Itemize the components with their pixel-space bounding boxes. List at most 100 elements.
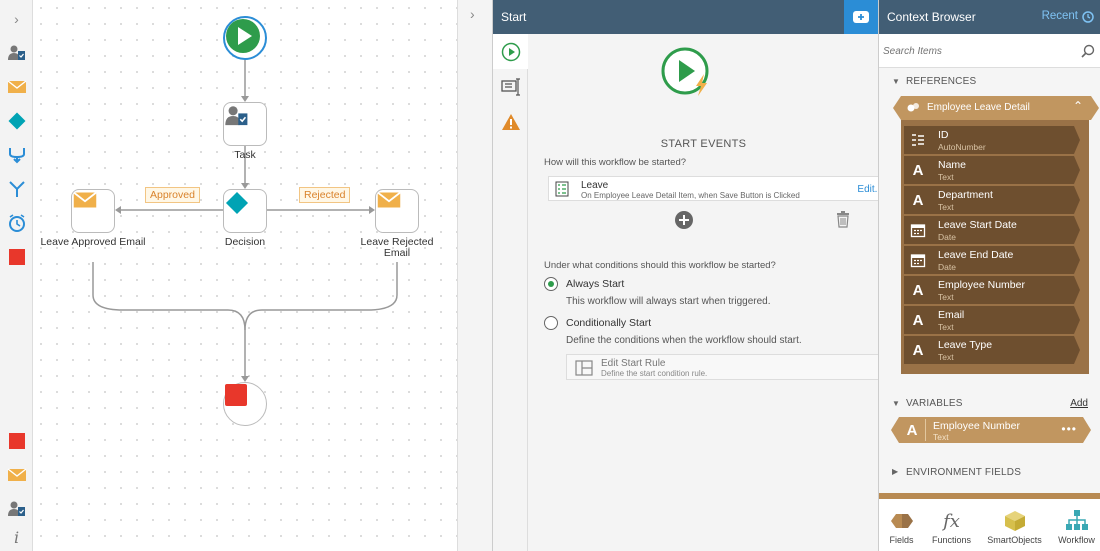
approved-email-node[interactable] xyxy=(71,189,115,233)
properties-body: START EVENTS How will this workflow be s… xyxy=(528,34,900,551)
variables-toggle-icon[interactable]: ▼ xyxy=(892,399,900,408)
context-browser: Context Browser Recent ▼ REFERENCES Empl… xyxy=(878,0,1100,551)
text-icon: A xyxy=(912,161,924,179)
smartobject-link-icon xyxy=(907,103,919,112)
properties-panel: Start START EVENTS How will this workflo… xyxy=(492,0,900,551)
add-variable-link[interactable]: Add xyxy=(1070,398,1088,409)
always-start-description: This workflow will always start when tri… xyxy=(566,296,771,307)
tab-properties[interactable] xyxy=(493,69,528,104)
decision-icon xyxy=(225,191,249,215)
end-icon[interactable] xyxy=(0,426,33,456)
conditions-question: Under what conditions should this workfl… xyxy=(544,260,776,271)
start-events-title: START EVENTS xyxy=(660,138,747,150)
rejected-email-node[interactable] xyxy=(375,189,419,233)
task-node[interactable] xyxy=(223,102,267,146)
decision-node[interactable] xyxy=(223,189,267,233)
plus-circle-icon xyxy=(675,211,693,229)
email-icon xyxy=(73,191,97,208)
start-events-icon xyxy=(660,46,712,98)
info-icon[interactable]: i xyxy=(13,527,20,547)
more-icon[interactable]: ••• xyxy=(1061,422,1077,436)
toolbox: › i xyxy=(0,0,33,551)
tab-smartobjects[interactable]: SmartObjects xyxy=(987,507,1042,545)
tab-warnings[interactable] xyxy=(493,104,528,139)
split-icon[interactable] xyxy=(0,174,33,204)
context-bottom-tabs: Fields fx Functions SmartObjects Workflo… xyxy=(879,493,1100,551)
conditionally-start-title: Conditionally Start xyxy=(566,317,652,329)
rule-description: Define the start condition rule. xyxy=(601,369,708,378)
event-row[interactable]: Leave On Employee Leave Detail Item, whe… xyxy=(548,176,894,201)
date-icon xyxy=(907,249,929,271)
end-node[interactable] xyxy=(223,382,267,426)
search-icon[interactable] xyxy=(1081,44,1095,58)
task-icon[interactable] xyxy=(0,494,33,524)
edit-start-rule-button[interactable]: Edit Start Rule Define the start conditi… xyxy=(566,354,900,380)
field-name: Department xyxy=(938,189,993,201)
email-icon xyxy=(377,191,401,208)
rule-title: Edit Start Rule xyxy=(601,358,666,369)
add-event-circle-button[interactable] xyxy=(674,210,694,230)
tab-functions[interactable]: fx Functions xyxy=(924,507,979,546)
variable-item[interactable]: A Employee Number Text ••• xyxy=(891,417,1091,443)
field-type: Date xyxy=(938,262,956,272)
merge-icon[interactable] xyxy=(0,140,33,170)
field-type: Text xyxy=(938,292,954,302)
approved-path-label[interactable]: Approved xyxy=(145,187,200,203)
text-icon: A xyxy=(912,341,924,359)
field-name: ID xyxy=(938,129,949,141)
play-icon xyxy=(501,42,520,61)
tab-fields[interactable]: Fields xyxy=(874,507,929,545)
variable-name: Employee Number xyxy=(933,420,1020,432)
text-icon: A xyxy=(912,281,924,299)
field-name: Name xyxy=(938,159,967,171)
field-type: Text xyxy=(938,172,954,182)
field-name: Email xyxy=(938,309,965,321)
end-icon[interactable] xyxy=(0,242,33,272)
references-title: REFERENCES xyxy=(906,76,977,87)
search-input[interactable] xyxy=(883,43,1073,59)
timer-icon[interactable] xyxy=(0,208,33,238)
field-name: Leave Type xyxy=(938,339,993,351)
start-node[interactable] xyxy=(223,16,267,60)
fields-icon xyxy=(890,514,913,528)
clock-icon[interactable] xyxy=(1082,11,1094,23)
env-toggle-icon[interactable]: ▶ xyxy=(892,467,899,476)
context-title: Context Browser xyxy=(887,10,976,24)
edit-event-link[interactable]: Edit... xyxy=(857,184,883,195)
email-icon[interactable] xyxy=(0,460,33,490)
stop-icon xyxy=(225,384,247,406)
expand-icon[interactable]: › xyxy=(14,11,19,27)
email-icon[interactable] xyxy=(0,72,33,102)
recent-link[interactable]: Recent xyxy=(1041,10,1078,22)
chevron-right-icon[interactable]: › xyxy=(470,6,475,22)
tab-start[interactable] xyxy=(493,34,528,69)
workflow-canvas[interactable]: Task Decision Leave Approved Email Leave… xyxy=(33,0,457,551)
field-name: Leave End Date xyxy=(938,249,1014,261)
reference-header[interactable]: Employee Leave Detail ⌃ xyxy=(893,96,1099,120)
rejected-path-label[interactable]: Rejected xyxy=(299,187,351,203)
references-toggle-icon[interactable]: ▼ xyxy=(892,77,900,86)
workflow-icon xyxy=(1065,510,1088,530)
delete-event-button[interactable] xyxy=(836,210,852,230)
search-bar xyxy=(879,34,1100,68)
decision-icon[interactable] xyxy=(0,106,33,136)
tab-workflow[interactable]: Workflow xyxy=(1049,507,1100,545)
tab-workflow-label: Workflow xyxy=(1058,535,1095,545)
task-icon[interactable] xyxy=(0,38,33,68)
field-type: Date xyxy=(938,232,956,242)
variables-title: VARIABLES xyxy=(906,398,963,409)
conditionally-start-radio[interactable] xyxy=(544,316,558,330)
text-icon: A xyxy=(912,191,924,209)
always-start-radio[interactable] xyxy=(544,277,558,291)
chevron-up-icon[interactable]: ⌃ xyxy=(1072,99,1083,113)
event-name: Leave xyxy=(581,180,609,191)
add-event-button[interactable] xyxy=(844,0,878,34)
